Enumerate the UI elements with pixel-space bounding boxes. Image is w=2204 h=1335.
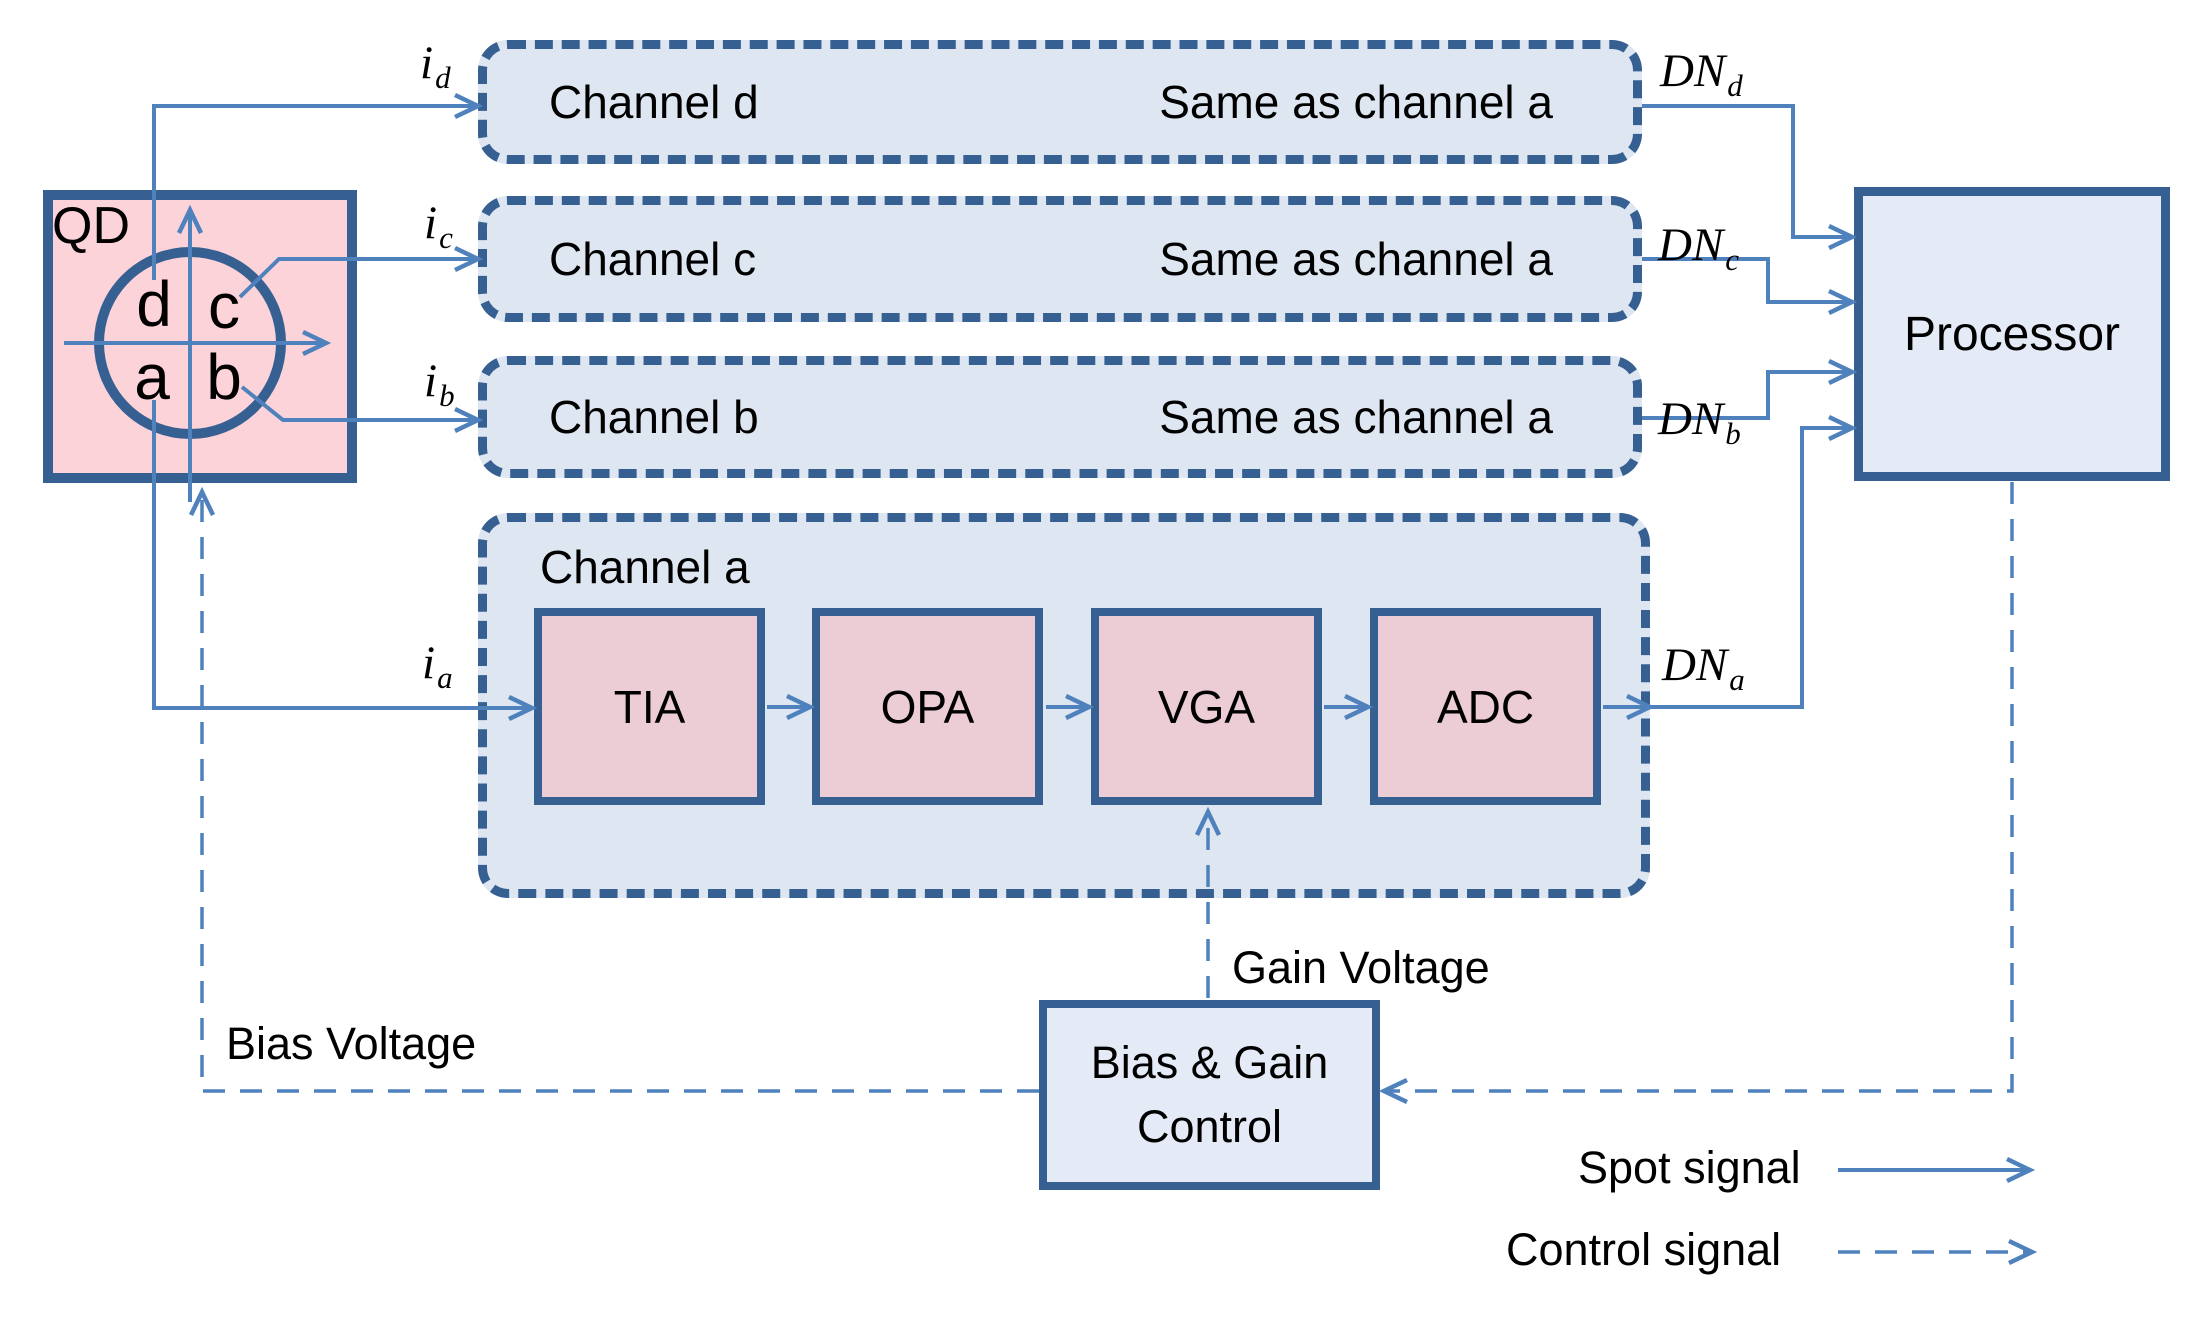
gain-voltage-label: Gain Voltage xyxy=(1232,942,1490,993)
adc-block: ADC xyxy=(1370,608,1601,805)
signal-i-a: ia xyxy=(422,637,453,696)
channel-b-note: Same as channel a xyxy=(1159,391,1553,443)
signal-dn-c: DNc xyxy=(1658,219,1740,278)
channel-d-note: Same as channel a xyxy=(1159,76,1553,128)
signal-dn-b: DNb xyxy=(1658,393,1741,452)
signal-i-c: ic xyxy=(424,197,453,256)
channel-d-box: Channel d Same as channel a xyxy=(478,40,1642,164)
qd-label: QD xyxy=(52,197,130,255)
signal-dn-a: DNa xyxy=(1662,639,1745,698)
channel-b-label: Channel b xyxy=(549,391,759,443)
channel-c-label: Channel c xyxy=(549,233,757,285)
bias-voltage-label: Bias Voltage xyxy=(226,1018,477,1069)
quadrant-b-label: b xyxy=(206,341,242,413)
bias-gain-line2: Control xyxy=(1136,1101,1283,1152)
bias-gain-line1: Bias & Gain xyxy=(1090,1037,1329,1089)
tia-block: TIA xyxy=(534,608,765,805)
channel-a-label: Channel a xyxy=(540,541,750,593)
processor-label: Processor xyxy=(1903,307,2121,361)
signal-i-d: id xyxy=(420,37,451,96)
quadrant-c-label: c xyxy=(208,270,240,342)
channel-d-label: Channel d xyxy=(549,76,759,128)
channel-c-note: Same as channel a xyxy=(1159,233,1553,285)
legend-spot-signal-label: Spot signal xyxy=(1578,1142,1801,1193)
processor-box: Processor xyxy=(1854,187,2170,481)
quadrant-d-label: d xyxy=(136,268,172,340)
legend-control-signal-label: Control signal xyxy=(1506,1224,1782,1275)
channel-c-box: Channel c Same as channel a xyxy=(478,196,1642,322)
signal-dn-d: DNd xyxy=(1660,45,1743,104)
bias-gain-control-box: Bias & Gain Control xyxy=(1039,1000,1380,1190)
quadrant-a-label: a xyxy=(134,341,170,413)
legend-samples xyxy=(1838,1156,2038,1266)
vga-block: VGA xyxy=(1091,608,1322,805)
channel-b-box: Channel b Same as channel a xyxy=(478,356,1642,478)
opa-block: OPA xyxy=(812,608,1043,805)
signal-i-b: ib xyxy=(424,355,455,414)
